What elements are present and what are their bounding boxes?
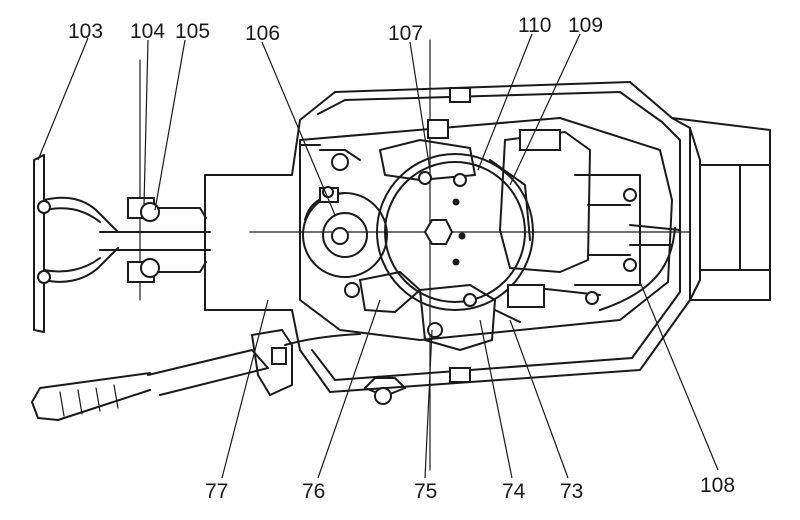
callout-106: 106 <box>245 22 280 45</box>
callout-103: 103 <box>68 20 103 43</box>
callout-104: 104 <box>130 20 165 43</box>
carburetor-block <box>499 129 681 311</box>
starter-pulley <box>302 186 388 278</box>
callout-75: 75 <box>414 480 437 503</box>
callout-109: 109 <box>568 14 603 37</box>
flywheel <box>376 153 534 311</box>
throttle-linkage <box>344 271 601 351</box>
coil-assembly <box>299 119 476 187</box>
leader-lines <box>37 33 719 479</box>
callout-76: 76 <box>302 480 325 503</box>
callout-77: 77 <box>205 480 228 503</box>
callout-73: 73 <box>560 480 583 503</box>
callout-74: 74 <box>502 480 526 503</box>
callout-108: 108 <box>700 474 735 497</box>
mounting-bracket <box>33 154 119 333</box>
callout-labels: 103 104 105 106 107 110 109 77 76 75 74 … <box>68 14 735 503</box>
steering-shaft <box>99 59 211 301</box>
callout-107: 107 <box>388 22 423 45</box>
callout-105: 105 <box>175 20 210 43</box>
cowling-outline <box>204 81 771 393</box>
tiller-handle <box>31 329 361 421</box>
lower-lug <box>364 87 471 405</box>
callout-110: 110 <box>518 14 551 37</box>
